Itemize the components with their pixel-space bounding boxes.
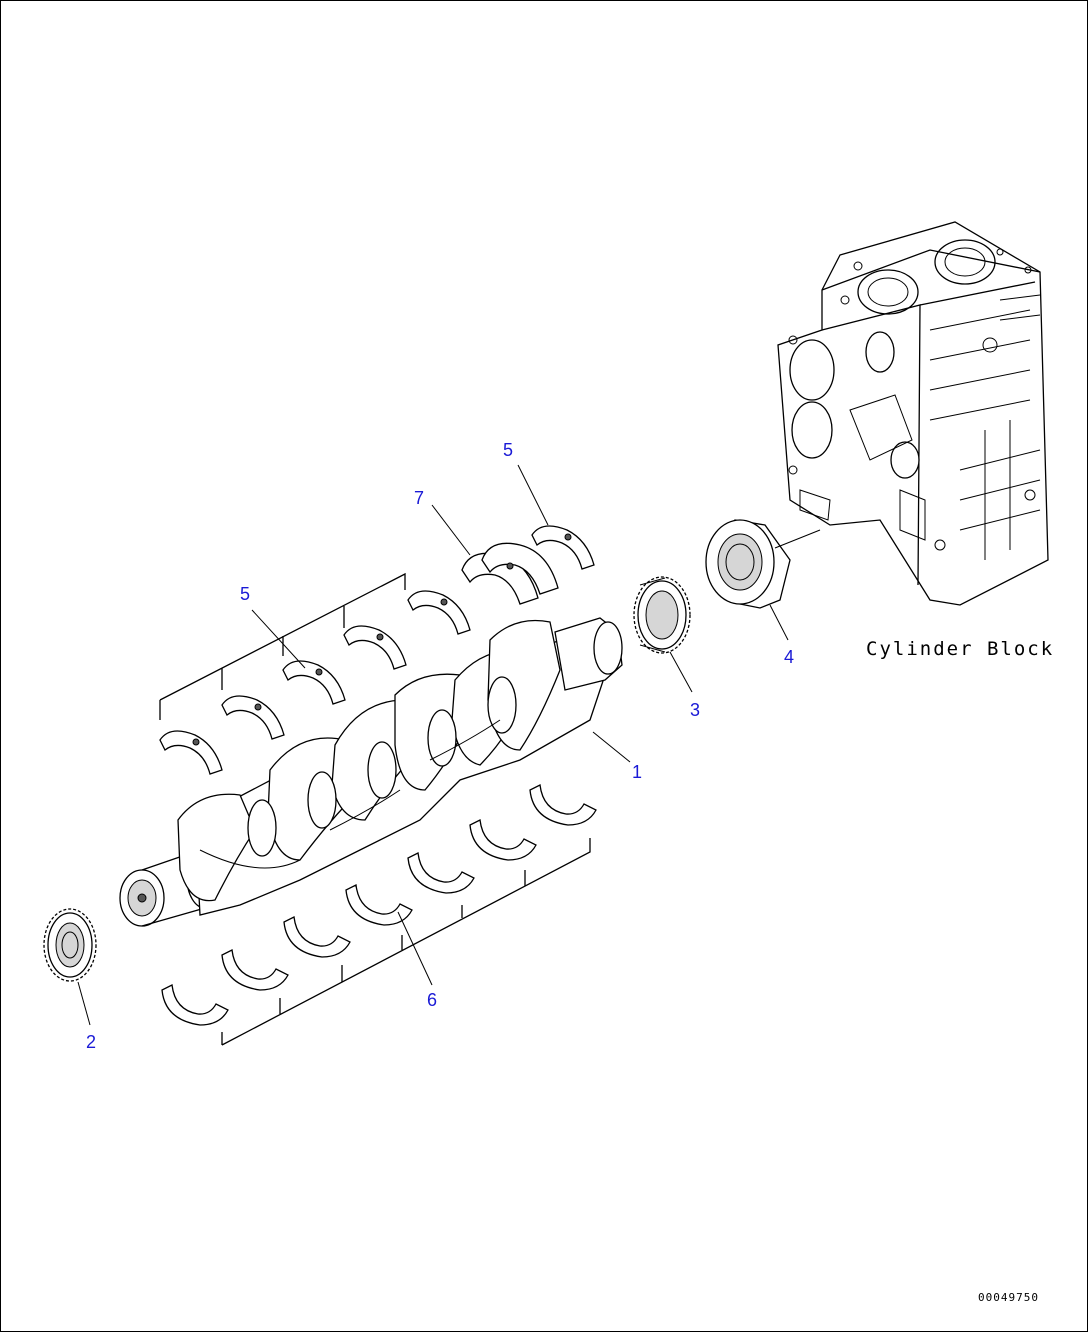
upper-bearing-shell (221, 695, 285, 740)
leader-2 (77, 981, 91, 1026)
lower-bearing-set (161, 784, 597, 1046)
upper-bearing-shell (159, 730, 223, 775)
lower-bearing-shell (469, 819, 537, 861)
callout-2: 2 (86, 1032, 96, 1052)
cylinder-block (777, 221, 1049, 606)
rear-upper-bearing (531, 525, 595, 570)
crank-gear (633, 576, 691, 654)
leader-1 (592, 731, 631, 763)
callout-1: 1 (632, 762, 642, 782)
oil-seal (705, 519, 791, 609)
leader-5a (251, 609, 306, 669)
lower-bearing-shell (283, 916, 351, 958)
front-gear (43, 908, 97, 982)
leader-5b (517, 464, 549, 526)
upper-bearing-set (159, 572, 471, 775)
callout-7: 7 (414, 488, 424, 508)
upper-bearing-shell (343, 625, 407, 670)
leader-3 (669, 651, 693, 693)
lower-bearing-shell (529, 784, 597, 826)
lower-bearing-shell (161, 984, 229, 1026)
lower-bearing-shell (407, 852, 475, 894)
callout-5a: 5 (240, 584, 250, 604)
leader-4-block (774, 529, 821, 549)
lower-bearing-shell (221, 949, 289, 991)
cylinder-block-label: Cylinder Block (866, 638, 1054, 660)
callout-3: 3 (690, 700, 700, 720)
callout-4: 4 (784, 647, 794, 667)
leader-6 (397, 911, 433, 986)
drawing-id: 00049750 (978, 1291, 1039, 1304)
crankshaft (119, 617, 623, 927)
lower-bearing-shell (345, 884, 413, 926)
callout-6: 6 (427, 990, 437, 1010)
leader-7 (431, 504, 471, 556)
leader-4 (769, 604, 789, 641)
upper-bearing-shell (282, 660, 346, 705)
upper-bearing-shell (407, 590, 471, 635)
callout-5b: 5 (503, 440, 513, 460)
thrust-bearing (461, 542, 559, 605)
